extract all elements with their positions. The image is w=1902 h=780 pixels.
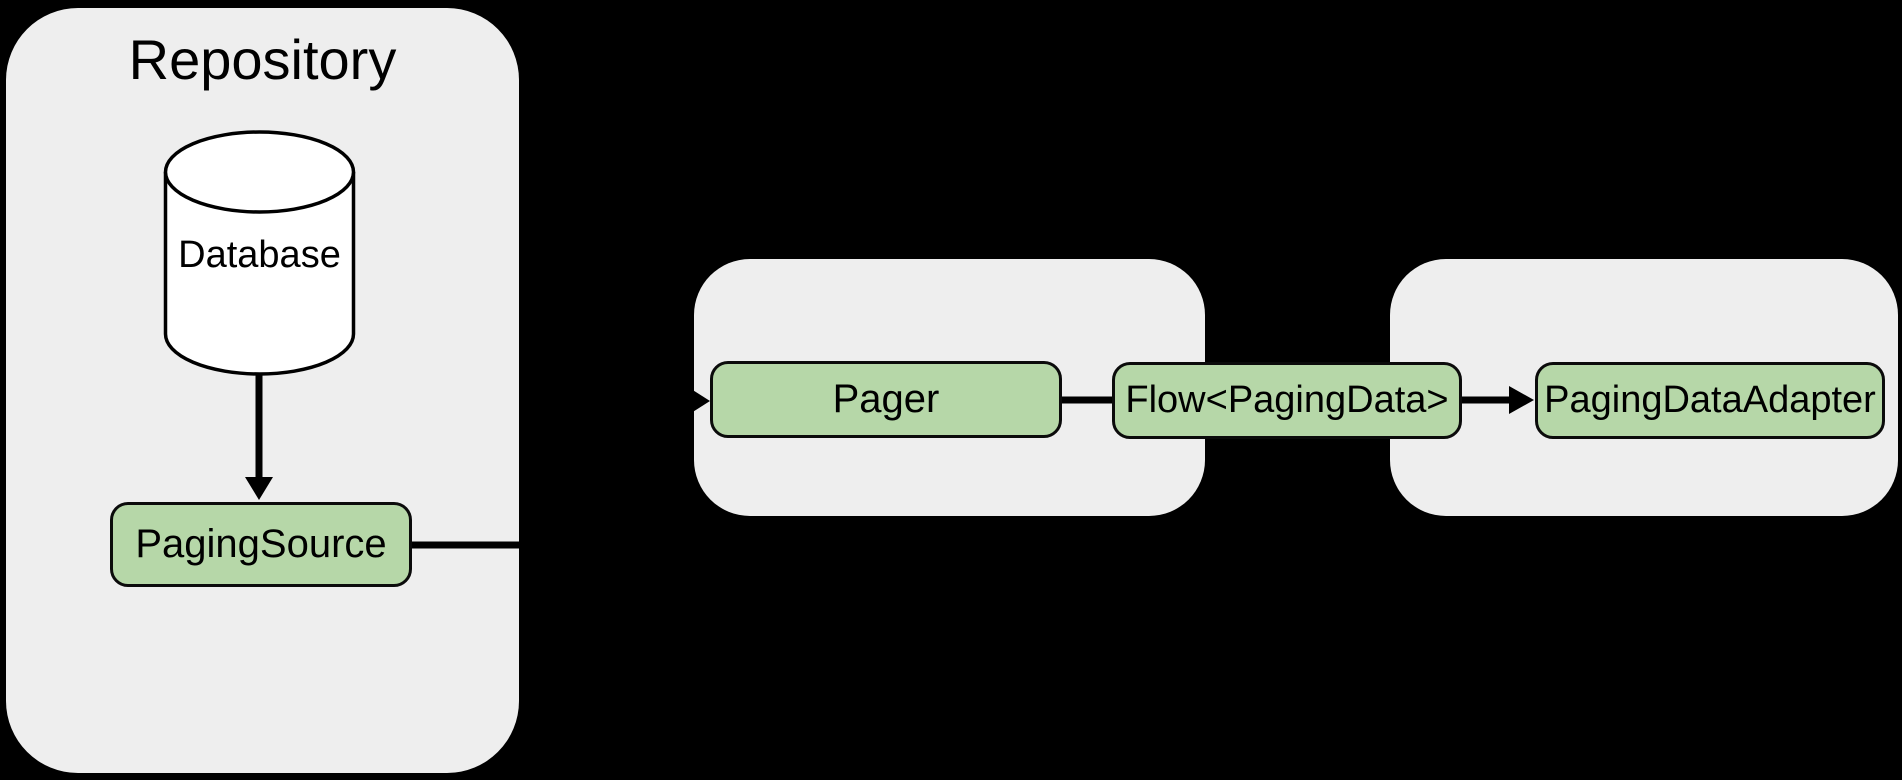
repository-title: Repository (128, 28, 397, 91)
viewmodel-title: ViewModel (827, 15, 1072, 71)
cylinder-top (163, 130, 356, 214)
flow-paging-data-label: Flow<PagingData> (1125, 379, 1449, 421)
paging-source-label: PagingSource (135, 522, 387, 566)
pager-node: Pager (710, 361, 1062, 438)
paging-source-node: PagingSource (110, 502, 412, 587)
pagingsource-to-pager-arrowhead-icon (688, 387, 710, 415)
cylinder-body (163, 172, 356, 376)
flow-to-adapter-arrowhead-icon (1509, 386, 1534, 414)
pagingsource-to-pager-line (412, 397, 688, 549)
flow-paging-data-node: Flow<PagingData> (1112, 362, 1462, 439)
paging-data-adapter-node: PagingDataAdapter (1535, 362, 1885, 439)
database-to-pagingsource-arrowhead-icon (245, 477, 273, 500)
database-cylinder-icon (163, 130, 356, 376)
database-label: Database (178, 233, 341, 276)
ui-title: UI (1616, 15, 1672, 78)
pager-label: Pager (832, 377, 940, 421)
paging-data-adapter-label: PagingDataAdapter (1544, 379, 1876, 421)
